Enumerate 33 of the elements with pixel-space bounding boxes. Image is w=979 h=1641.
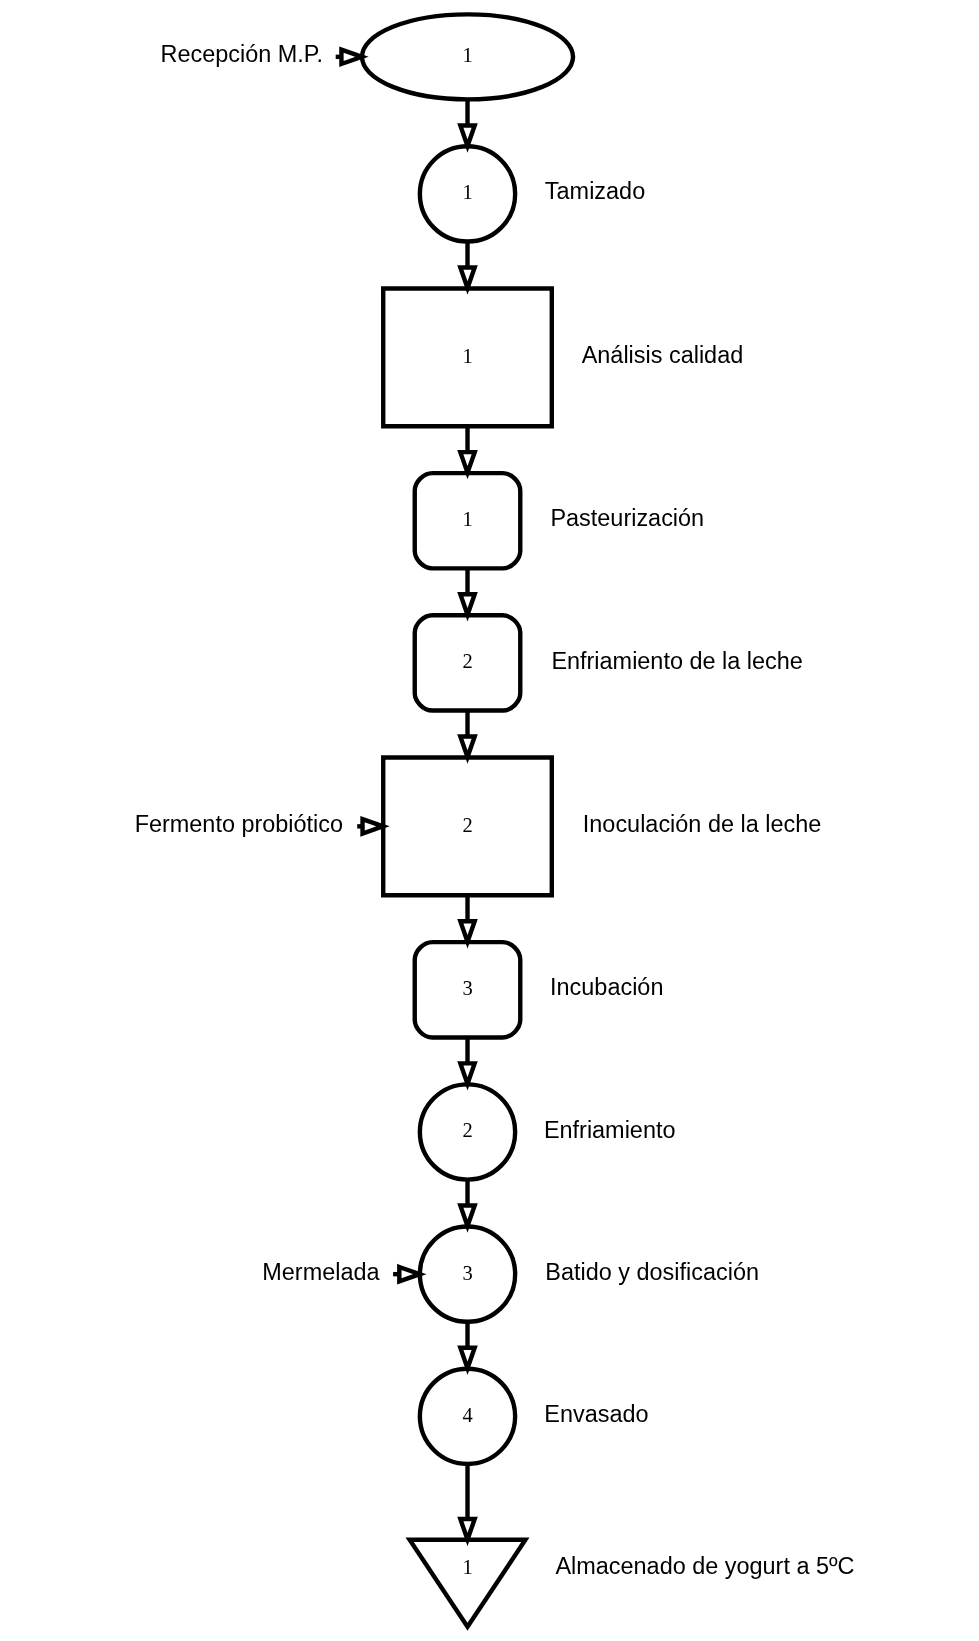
node-label: Enfriamiento de la leche <box>551 647 803 674</box>
node-circle: 2 <box>417 1082 518 1182</box>
arrow <box>457 1464 478 1547</box>
node-box: 1 <box>381 286 554 429</box>
node-label: Incubación <box>550 974 664 1001</box>
arrow <box>457 1179 478 1233</box>
node-text: Mermelada <box>262 1258 380 1285</box>
node-box: 1 <box>412 470 523 571</box>
node-text: Fermento probiótico <box>134 810 344 837</box>
node-box: 3 <box>412 939 523 1040</box>
node-label: Envasado <box>544 1400 649 1427</box>
node-label: Tamizado <box>544 178 646 205</box>
node-box: 2 <box>381 755 554 898</box>
node-circle: 4 <box>417 1366 518 1467</box>
node-label: Inoculación de la leche <box>582 810 822 837</box>
node-circle: 1 <box>417 144 518 244</box>
arrow <box>457 100 478 153</box>
node-circle: 3 <box>417 1224 518 1324</box>
node-label: Batido y dosificación <box>545 1258 760 1285</box>
arrow <box>457 568 478 622</box>
node-label: Almacenado de yogurt a 5ºC <box>555 1553 855 1580</box>
node-text: Recepción M.P. <box>160 41 323 68</box>
arrow <box>457 241 478 295</box>
arrow <box>457 1322 478 1375</box>
arrow <box>457 1037 478 1091</box>
node-box: 2 <box>412 613 523 713</box>
arrow <box>457 710 478 764</box>
node-ellipse: 1 <box>359 12 576 102</box>
node-label: Enfriamiento <box>543 1116 676 1143</box>
node-label: Pasteurización <box>550 505 705 532</box>
arrow <box>457 895 478 949</box>
node-label: Análisis calidad <box>581 341 744 368</box>
arrow <box>457 426 478 480</box>
